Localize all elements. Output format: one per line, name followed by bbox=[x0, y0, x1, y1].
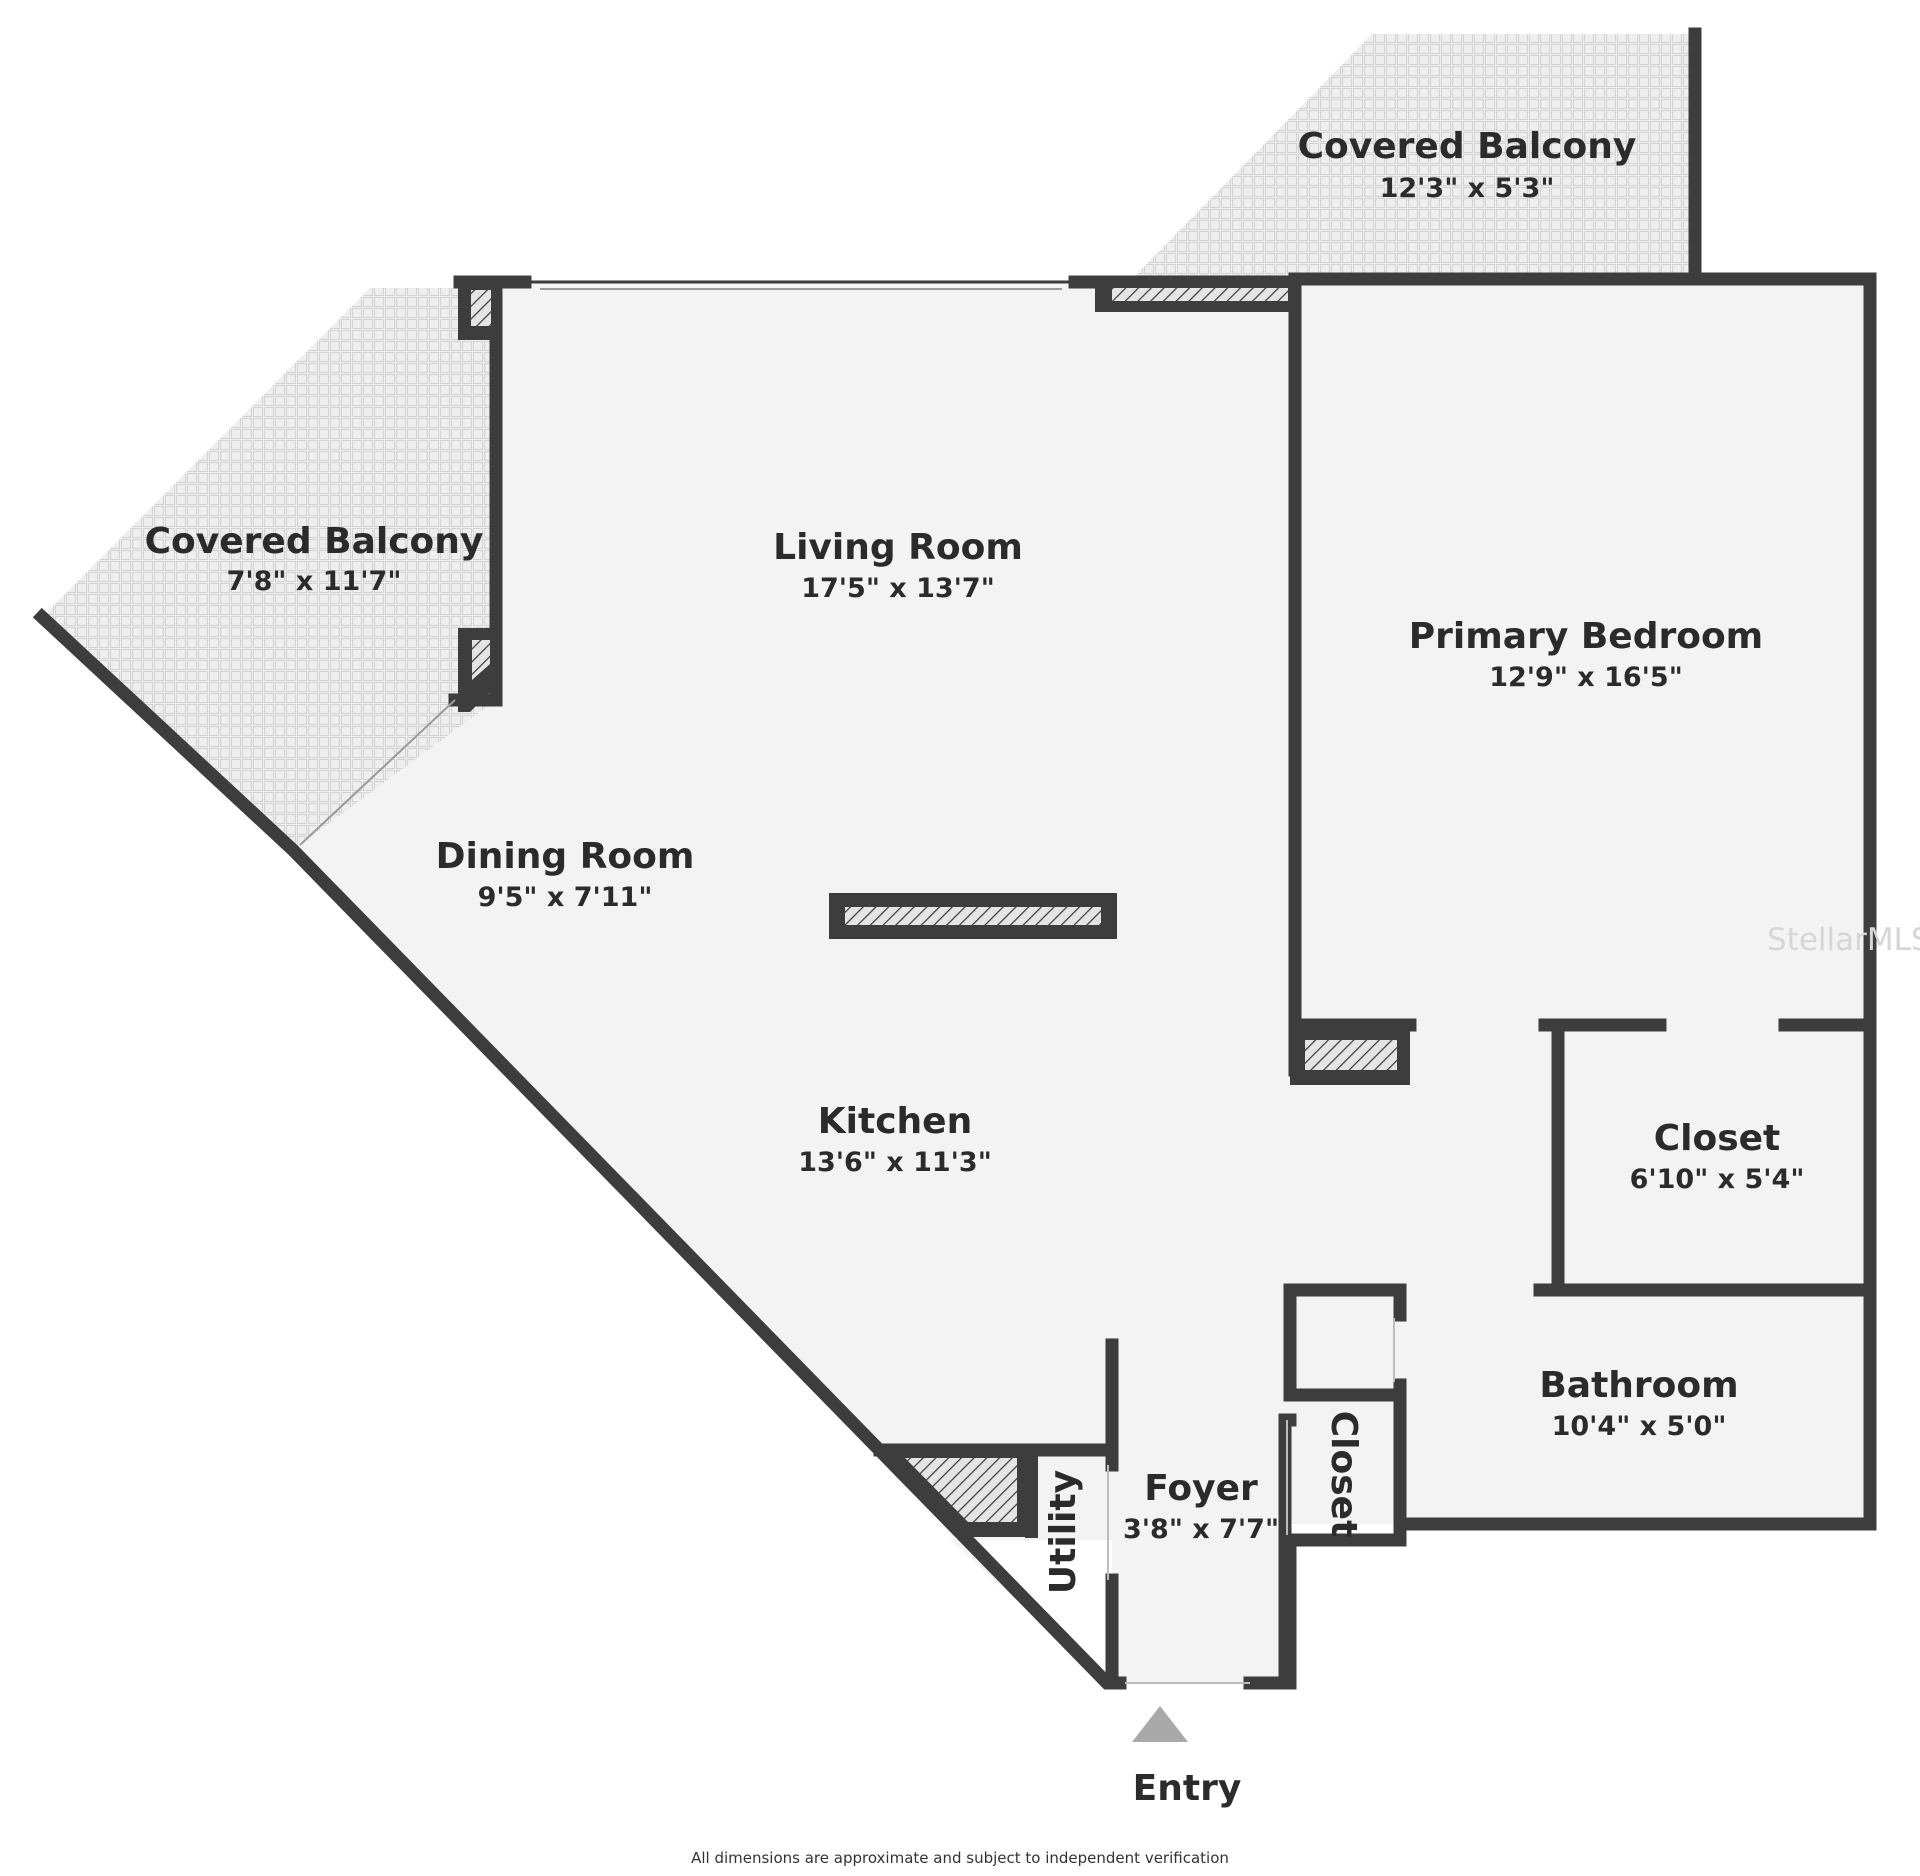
interior-walls bbox=[873, 283, 1877, 1690]
closet-bedroom-dims: 6'10" x 5'4" bbox=[1630, 1164, 1805, 1195]
living-room-name: Living Room bbox=[773, 527, 1023, 568]
bathroom-name: Bathroom bbox=[1539, 1365, 1738, 1406]
balcony-top-name: Covered Balcony bbox=[1298, 126, 1637, 167]
balcony-left-area bbox=[42, 288, 496, 850]
closet-foyer-name: Closet bbox=[1323, 1411, 1364, 1538]
door-openings bbox=[1107, 1318, 1395, 1684]
primary-bedroom-dims: 12'9" x 16'5" bbox=[1489, 662, 1683, 693]
closet-bedroom-name: Closet bbox=[1654, 1118, 1781, 1159]
primary-bedroom-name: Primary Bedroom bbox=[1409, 616, 1763, 657]
balcony-left-dims: 7'8" x 11'7" bbox=[227, 566, 402, 597]
dining-room-dims: 9'5" x 7'11" bbox=[478, 882, 653, 913]
bathroom-dims: 10'4" x 5'0" bbox=[1552, 1411, 1727, 1442]
entry-arrow-icon bbox=[1132, 1706, 1188, 1742]
balcony-left-name: Covered Balcony bbox=[145, 521, 484, 562]
interior-floor bbox=[293, 280, 1870, 1683]
footer-note: All dimensions are approximate and subje… bbox=[691, 1849, 1229, 1867]
kitchen-name: Kitchen bbox=[818, 1101, 972, 1142]
watermark: StellarMLS bbox=[1767, 922, 1920, 958]
utility-name: Utility bbox=[1043, 1470, 1084, 1594]
balcony-top-area bbox=[1132, 34, 1695, 279]
entry-label: Entry bbox=[1133, 1768, 1242, 1809]
dining-balcony-door bbox=[299, 699, 456, 846]
bedroom-floor bbox=[1295, 280, 1870, 1025]
balcony-top-dims: 12'3" x 5'3" bbox=[1380, 173, 1555, 204]
foyer-name: Foyer bbox=[1144, 1468, 1258, 1509]
dining-room-name: Dining Room bbox=[436, 836, 695, 877]
kitchen-dims: 13'6" x 11'3" bbox=[798, 1147, 992, 1178]
foyer-dims: 3'8" x 7'7" bbox=[1123, 1514, 1279, 1545]
living-room-dims: 17'5" x 13'7" bbox=[801, 573, 995, 604]
